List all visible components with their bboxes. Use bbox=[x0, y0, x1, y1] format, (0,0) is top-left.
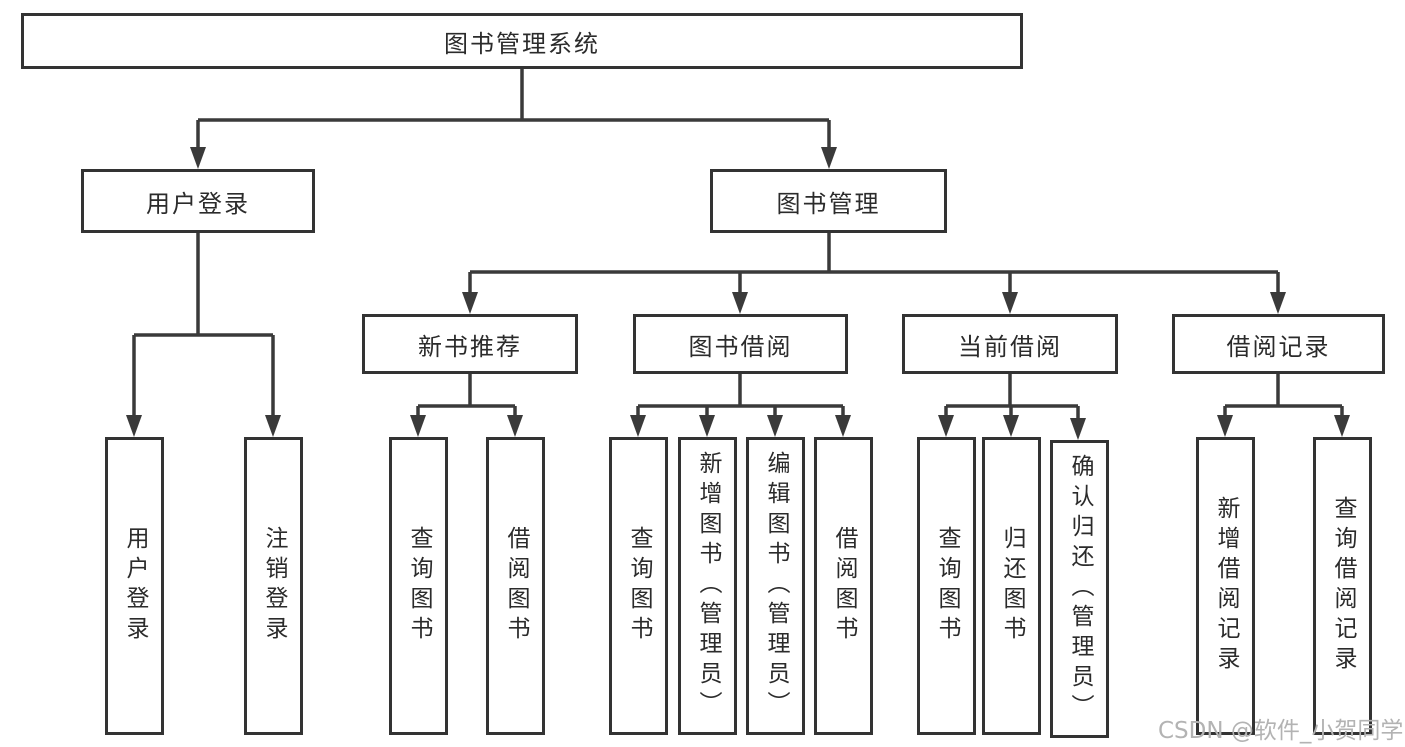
leaf-user-login-label: 用户登录 bbox=[122, 526, 148, 646]
node-borrow-records-label: 借阅记录 bbox=[1226, 332, 1331, 361]
connector-book-mgmt-to-level3 bbox=[462, 233, 1286, 314]
leaf-confirm-return-admin-label: 确认归还（管理员） bbox=[1067, 454, 1093, 724]
node-root: 图书管理系统 bbox=[21, 13, 1023, 69]
connector-new-book-rec-to-leaves bbox=[410, 374, 523, 437]
leaf-confirm-return-admin: 确认归还（管理员） bbox=[1050, 440, 1109, 738]
leaf-borrow-books-recommend: 借阅图书 bbox=[486, 437, 545, 735]
arrow-down-icon bbox=[699, 415, 715, 437]
leaf-edit-books-admin: 编辑图书（管理员） bbox=[746, 437, 805, 735]
arrow-down-icon bbox=[190, 147, 206, 169]
leaf-user-login: 用户登录 bbox=[105, 437, 164, 735]
connector-borrow-records-to-leaves bbox=[1217, 374, 1350, 437]
arrow-down-icon bbox=[767, 415, 783, 437]
node-user-login: 用户登录 bbox=[81, 169, 315, 233]
leaf-borrow-books-borrow-label: 借阅图书 bbox=[831, 526, 857, 646]
leaf-logout-label: 注销登录 bbox=[261, 526, 287, 646]
arrow-down-icon bbox=[821, 147, 837, 169]
leaf-borrow-books-recommend-label: 借阅图书 bbox=[503, 526, 529, 646]
connector-root-to-level2 bbox=[190, 69, 837, 169]
arrow-down-icon bbox=[835, 415, 851, 437]
arrow-down-icon bbox=[630, 415, 646, 437]
arrow-down-icon bbox=[938, 415, 954, 437]
node-current-borrow-label: 当前借阅 bbox=[958, 332, 1062, 361]
leaf-query-books-borrow: 查询图书 bbox=[609, 437, 668, 735]
node-user-login-label: 用户登录 bbox=[146, 189, 250, 218]
arrow-down-icon bbox=[462, 292, 478, 314]
leaf-add-books-admin: 新增图书（管理员） bbox=[678, 437, 737, 735]
arrow-down-icon bbox=[126, 415, 142, 437]
arrow-down-icon bbox=[1002, 292, 1018, 314]
leaf-query-books-recommend-label: 查询图书 bbox=[406, 526, 432, 646]
node-book-borrow-label: 图书借阅 bbox=[688, 332, 793, 361]
leaf-add-borrow-record-label: 新增借阅记录 bbox=[1213, 496, 1239, 676]
leaf-query-books-current-label: 查询图书 bbox=[934, 526, 960, 646]
node-book-mgmt-label: 图书管理 bbox=[776, 189, 881, 218]
connector-book-borrow-to-leaves bbox=[630, 374, 851, 437]
node-new-book-recommend: 新书推荐 bbox=[362, 314, 578, 374]
leaf-return-books: 归还图书 bbox=[982, 437, 1041, 735]
leaf-query-books-recommend: 查询图书 bbox=[389, 437, 448, 735]
arrow-down-icon bbox=[265, 415, 281, 437]
leaf-add-books-admin-label: 新增图书（管理员） bbox=[695, 451, 721, 721]
leaf-borrow-books-borrow: 借阅图书 bbox=[814, 437, 873, 735]
arrow-down-icon bbox=[410, 415, 426, 437]
arrow-down-icon bbox=[507, 415, 523, 437]
leaf-query-borrow-record-label: 查询借阅记录 bbox=[1330, 496, 1356, 676]
leaf-query-books-current: 查询图书 bbox=[917, 437, 976, 735]
leaf-query-books-borrow-label: 查询图书 bbox=[626, 526, 652, 646]
arrow-down-icon bbox=[1070, 418, 1086, 440]
arrow-down-icon bbox=[1270, 292, 1286, 314]
node-new-book-recommend-label: 新书推荐 bbox=[418, 332, 522, 361]
arrow-down-icon bbox=[1003, 415, 1019, 437]
node-book-mgmt: 图书管理 bbox=[710, 169, 947, 233]
connector-user-login-to-leaves bbox=[126, 233, 281, 437]
leaf-logout: 注销登录 bbox=[244, 437, 303, 735]
leaf-edit-books-admin-label: 编辑图书（管理员） bbox=[763, 451, 789, 721]
node-book-borrow: 图书借阅 bbox=[633, 314, 848, 374]
csdn-watermark: CSDN @软件_小贺同学 bbox=[1158, 718, 1404, 744]
connector-current-borrow-to-leaves bbox=[938, 374, 1086, 440]
arrow-down-icon bbox=[1334, 415, 1350, 437]
node-current-borrow: 当前借阅 bbox=[902, 314, 1118, 374]
node-borrow-records: 借阅记录 bbox=[1172, 314, 1385, 374]
arrow-down-icon bbox=[732, 292, 748, 314]
leaf-return-books-label: 归还图书 bbox=[999, 526, 1025, 646]
leaf-add-borrow-record: 新增借阅记录 bbox=[1196, 437, 1255, 735]
leaf-query-borrow-record: 查询借阅记录 bbox=[1313, 437, 1372, 735]
node-root-label: 图书管理系统 bbox=[444, 29, 600, 58]
arrow-down-icon bbox=[1217, 415, 1233, 437]
